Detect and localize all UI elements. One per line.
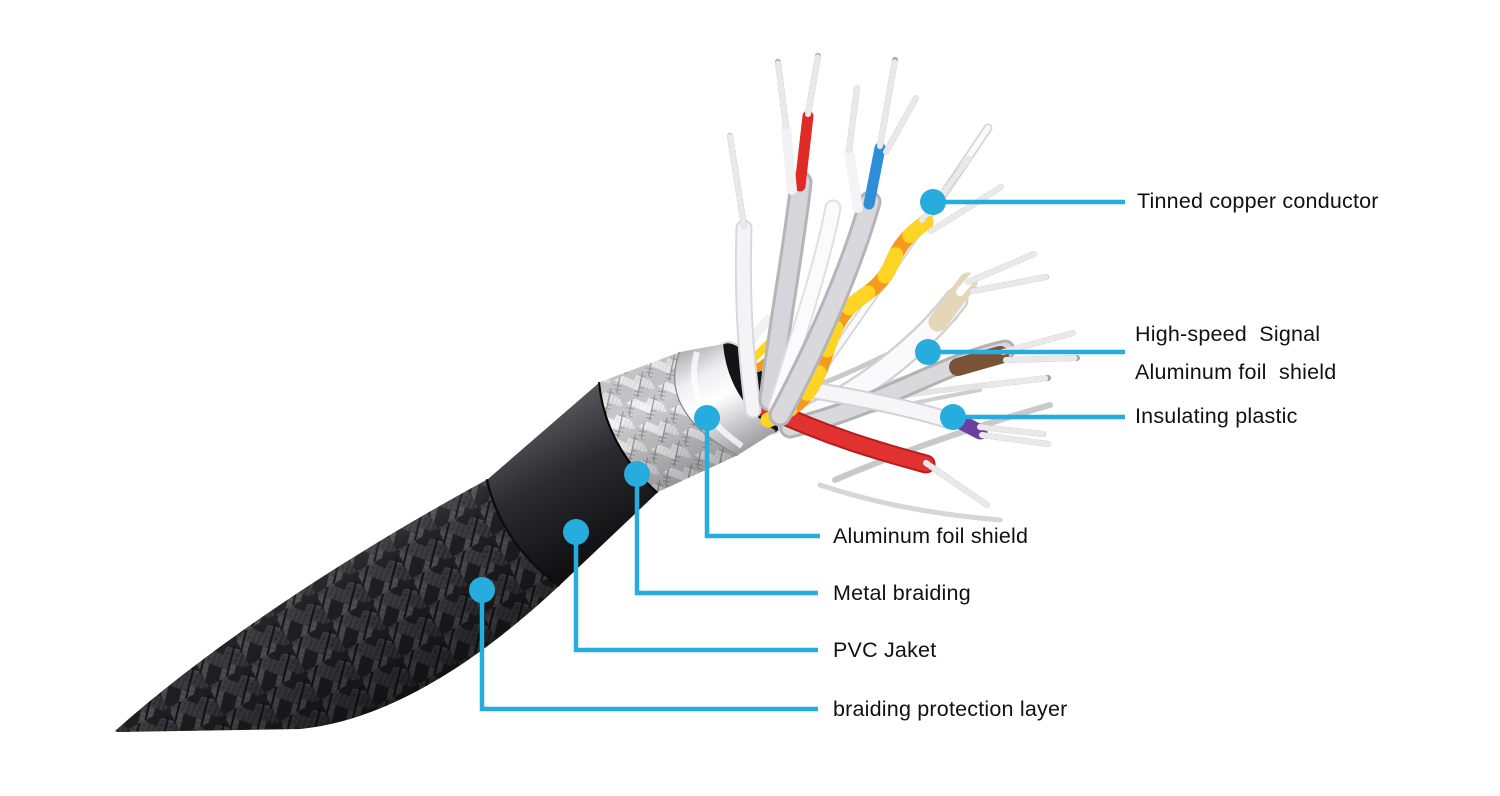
callout-dot-aluminum-foil-shield — [694, 405, 720, 431]
braid-shading — [115, 479, 560, 732]
callout-line-metal-braiding — [634, 474, 818, 596]
gray-strand-6 — [832, 402, 1053, 483]
gray-pair-a-jacket — [761, 173, 810, 409]
braiding-protection-layer-graphic — [115, 478, 562, 732]
callout-dot-pvc-jaket — [563, 519, 589, 545]
gray-pair-b-jacket — [771, 193, 879, 424]
pvc-shape — [488, 382, 658, 585]
tinned-conductors-striation — [727, 53, 1080, 508]
white-wire-mid — [769, 201, 840, 415]
twisted-pair-yellow — [760, 214, 934, 428]
red-core-wire — [794, 110, 814, 192]
callout-lines — [469, 189, 1125, 712]
brown-band — [949, 346, 1009, 376]
foil-highlight — [691, 351, 744, 449]
cable-illustration — [115, 53, 1080, 732]
callout-dot-tinned-copper-conductor — [920, 189, 946, 215]
callout-dot-braiding-protection-layer — [469, 577, 495, 603]
callout-line-aluminum-foil-shield — [704, 418, 820, 539]
white-core-wire-a — [781, 123, 797, 195]
callout-dot-insulating-plastic — [940, 404, 966, 430]
white-core-wire-b — [844, 147, 863, 213]
callout-line-braiding-protection-layer — [479, 590, 818, 712]
callout-line-pvc-jaket — [573, 532, 818, 653]
purple-wire-jacket — [793, 381, 955, 427]
white-wire-left — [736, 221, 760, 417]
callout-dot-high-speed-signal-aluminum-foil-shield — [915, 339, 941, 365]
blue-core-wire — [863, 142, 886, 210]
gray-strand-5 — [817, 482, 1003, 523]
inner-wires-graphic — [727, 53, 1080, 523]
callout-dot-metal-braiding — [624, 461, 650, 487]
metal-braid-shading — [600, 352, 738, 492]
